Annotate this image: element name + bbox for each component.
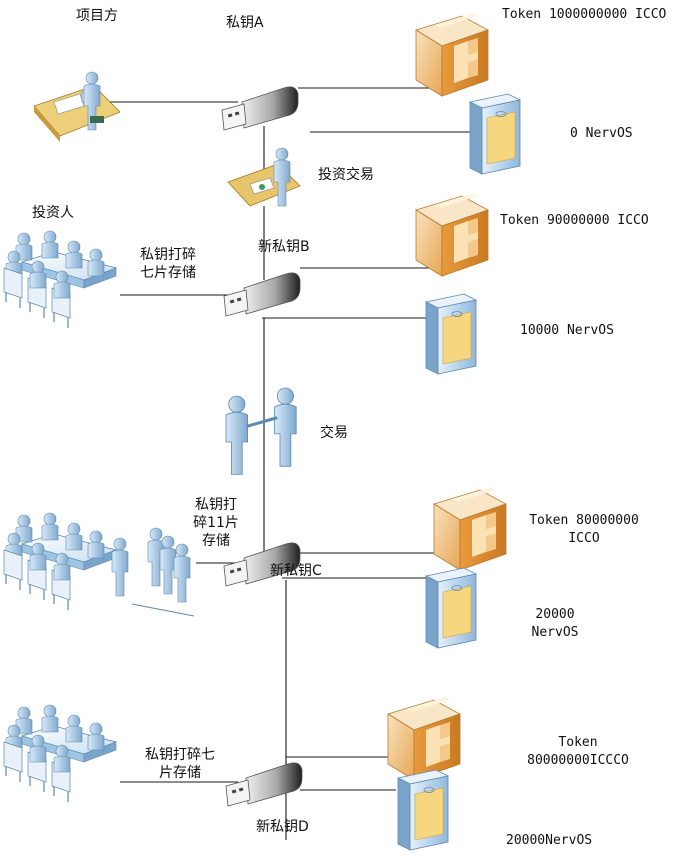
token-box-icon <box>415 192 489 277</box>
shard-b-label: 私钥打碎 七片存储 <box>132 246 204 282</box>
shard-c-label: 私钥打 碎11片 存储 <box>188 496 244 550</box>
project-desk-icon <box>33 71 121 142</box>
people-group-icon <box>111 527 195 617</box>
b-nervos-balance: 10000 NervOS <box>520 323 614 338</box>
key-a-label: 私钥A <box>226 15 264 31</box>
c-token-line1: Token 80000000 <box>529 513 639 528</box>
investor-meeting-icon <box>4 705 116 802</box>
shard-d-label: 私钥打碎七 片存储 <box>134 746 226 782</box>
d-nervos-balance: 20000NervOS <box>506 833 593 848</box>
usb-key-icon <box>221 86 299 131</box>
c-token-balance: Token 80000000 ICCO <box>522 512 646 548</box>
a-token-balance: Token 1000000000 ICCO <box>502 7 667 22</box>
token-box-icon <box>387 696 461 781</box>
token-box-icon <box>415 12 489 97</box>
shard-b-line1: 私钥打碎 <box>140 247 196 263</box>
key-d-label: 新私钥D <box>256 819 309 835</box>
usb-key-icon <box>225 762 303 807</box>
d-token-balance: Token 80000000ICCCO <box>516 734 640 770</box>
shard-c-line2: 碎11片 <box>193 515 239 531</box>
shard-d-line1: 私钥打碎七 <box>145 747 215 763</box>
shard-d-line2: 片存储 <box>159 765 201 781</box>
nervos-server-icon <box>425 567 477 649</box>
c-token-line2: ICCO <box>568 531 600 546</box>
nervos-server-icon <box>425 293 477 375</box>
c-nervos-line1: 20000 <box>535 607 575 622</box>
project-party-label: 项目方 <box>76 8 118 24</box>
shard-b-line2: 七片存储 <box>140 265 196 281</box>
key-c-label: 新私钥C <box>270 563 322 579</box>
usb-key-icon <box>223 272 301 317</box>
connector-lines <box>110 87 474 840</box>
shard-c-line1: 私钥打 <box>195 497 237 513</box>
investment-trade-label: 投资交易 <box>318 167 374 183</box>
c-nervos-line2: NervOS <box>531 625 579 640</box>
c-nervos-balance: 20000 NervOS <box>520 606 590 642</box>
a-nervos-balance: 0 NervOS <box>570 126 633 141</box>
d-token-line2: 80000000ICCCO <box>527 753 629 768</box>
investment-desk-icon <box>227 147 301 207</box>
nervos-server-icon <box>469 93 521 175</box>
token-box-icon <box>433 486 507 571</box>
handshake-icon <box>225 387 297 475</box>
nervos-server-icon <box>397 769 449 851</box>
investors-label: 投资人 <box>32 205 74 221</box>
shard-c-line3: 存储 <box>202 533 230 549</box>
investor-meeting-icon <box>4 513 116 610</box>
investor-meeting-icon <box>4 231 116 328</box>
b-token-balance: Token 90000000 ICCO <box>500 213 649 228</box>
trade-label: 交易 <box>320 425 348 441</box>
d-token-line1: Token <box>558 735 598 750</box>
key-b-label: 新私钥B <box>258 239 310 255</box>
